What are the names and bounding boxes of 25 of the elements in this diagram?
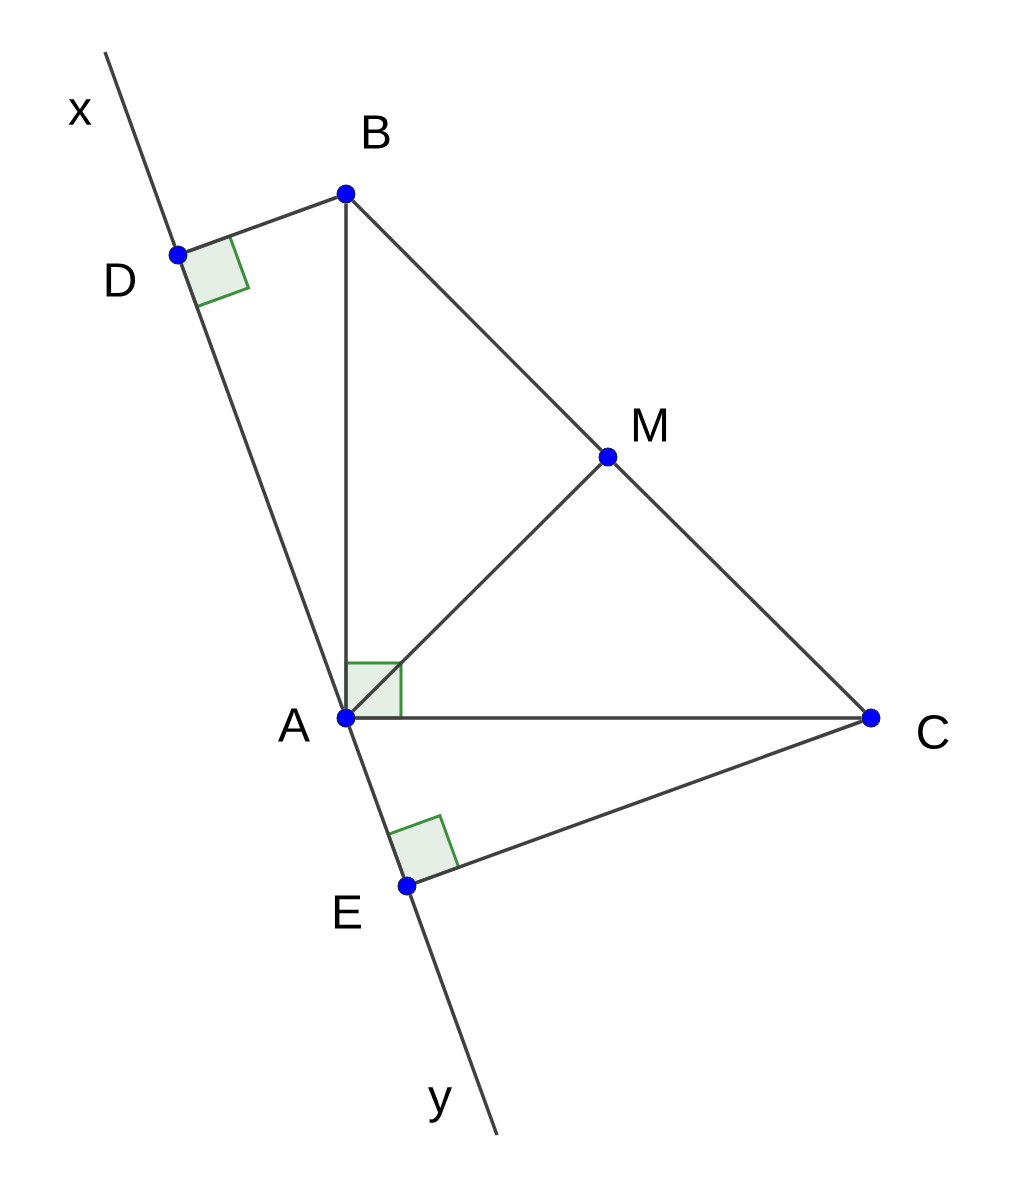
line-segment xyxy=(351,199,603,452)
point-label: A xyxy=(278,708,310,742)
point xyxy=(336,184,356,204)
point-label: C xyxy=(918,715,949,749)
line-segment xyxy=(347,726,406,878)
point-label: D xyxy=(106,263,136,297)
line-segment xyxy=(186,195,338,254)
point xyxy=(861,708,881,728)
line-segment xyxy=(344,203,348,709)
point-label: B xyxy=(363,115,390,149)
point-label: M xyxy=(633,408,667,442)
point xyxy=(598,447,618,467)
line-label: y xyxy=(428,1087,452,1123)
line-segment xyxy=(613,462,866,713)
line-segment xyxy=(103,51,177,247)
point-label: E xyxy=(334,895,361,929)
line-label: x xyxy=(68,99,92,125)
line-segment xyxy=(351,462,603,713)
line-segment xyxy=(408,894,499,1136)
point xyxy=(168,245,188,265)
line-segment xyxy=(355,716,862,720)
line-segment xyxy=(179,263,345,710)
line-segment xyxy=(415,719,863,885)
point xyxy=(397,876,417,896)
point xyxy=(336,708,356,728)
